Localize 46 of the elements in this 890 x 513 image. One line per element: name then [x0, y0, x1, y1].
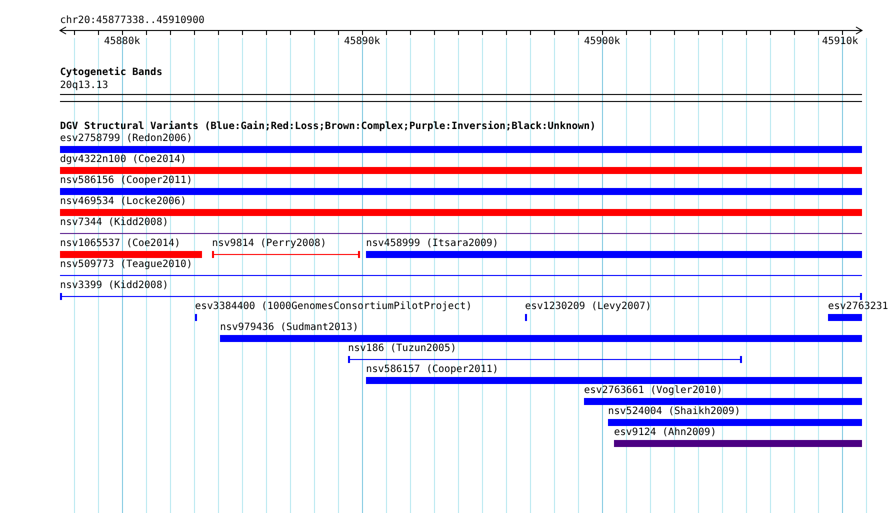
variant-label: nsv9814 (Perry2008) [212, 238, 326, 250]
variant-label: nsv586157 (Cooper2011) [366, 364, 498, 376]
variant-label: nsv469534 (Locke2006) [60, 196, 186, 208]
variant-label: nsv3399 (Kidd2008) [60, 280, 168, 292]
axis-tick-label: 45880k [104, 36, 140, 48]
variant-bar [60, 209, 862, 216]
variant-label: esv2763231 [828, 301, 888, 313]
axis-tick-label: 45900k [584, 36, 620, 48]
axis-tick-label: 45890k [344, 36, 380, 48]
variant-label: nsv586156 (Cooper2011) [60, 175, 192, 187]
track-title: Cytogenetic Bands [60, 67, 162, 79]
variant-label: esv3384400 (1000GenomesConsortiumPilotProject) [195, 301, 472, 313]
variant-bar [614, 440, 862, 447]
variant-line [348, 356, 742, 363]
band-label: 20q13.13 [60, 80, 108, 92]
variant-bar [60, 251, 202, 258]
variant-bar [366, 377, 862, 384]
variant-label: esv2758799 (Redon2006) [60, 133, 192, 145]
variant-line [212, 251, 360, 258]
variant-bar [608, 419, 862, 426]
variant-label: esv9124 (Ahn2009) [614, 427, 716, 439]
locus-label: chr20:45877338..45910900 [60, 15, 204, 27]
variant-line [60, 275, 862, 276]
variant-bar [366, 251, 862, 258]
variant-label: nsv979436 (Sudmant2013) [220, 322, 358, 334]
variant-bar [60, 146, 862, 153]
variant-bar [220, 335, 862, 342]
variant-label: nsv458999 (Itsara2009) [366, 238, 498, 250]
variant-bar [60, 188, 862, 195]
variant-line [60, 293, 862, 300]
variant-bar [584, 398, 862, 405]
variant-label: esv2763661 (Vogler2010) [584, 385, 722, 397]
variant-tick [195, 314, 197, 321]
variant-label: nsv524004 (Shaikh2009) [608, 406, 740, 418]
variant-label: esv1230209 (Levy2007) [525, 301, 652, 313]
variant-line [60, 233, 862, 234]
variant-label: nsv1065537 (Coe2014) [60, 238, 180, 250]
variant-label: dgv4322n100 (Coe2014) [60, 154, 186, 166]
variant-label: nsv509773 (Teague2010) [60, 259, 192, 271]
axis-tick-label: 45910k [822, 36, 858, 48]
track-title: DGV Structural Variants (Blue:Gain;Red:Loss;Brown:Complex;Purple:Inversion;Black:Unknown) [60, 121, 596, 133]
variant-tick [525, 314, 527, 321]
variant-label: nsv186 (Tuzun2005) [348, 343, 456, 355]
variant-label: nsv7344 (Kidd2008) [60, 217, 168, 229]
variant-bar [60, 167, 862, 174]
variant-bar [828, 314, 862, 321]
